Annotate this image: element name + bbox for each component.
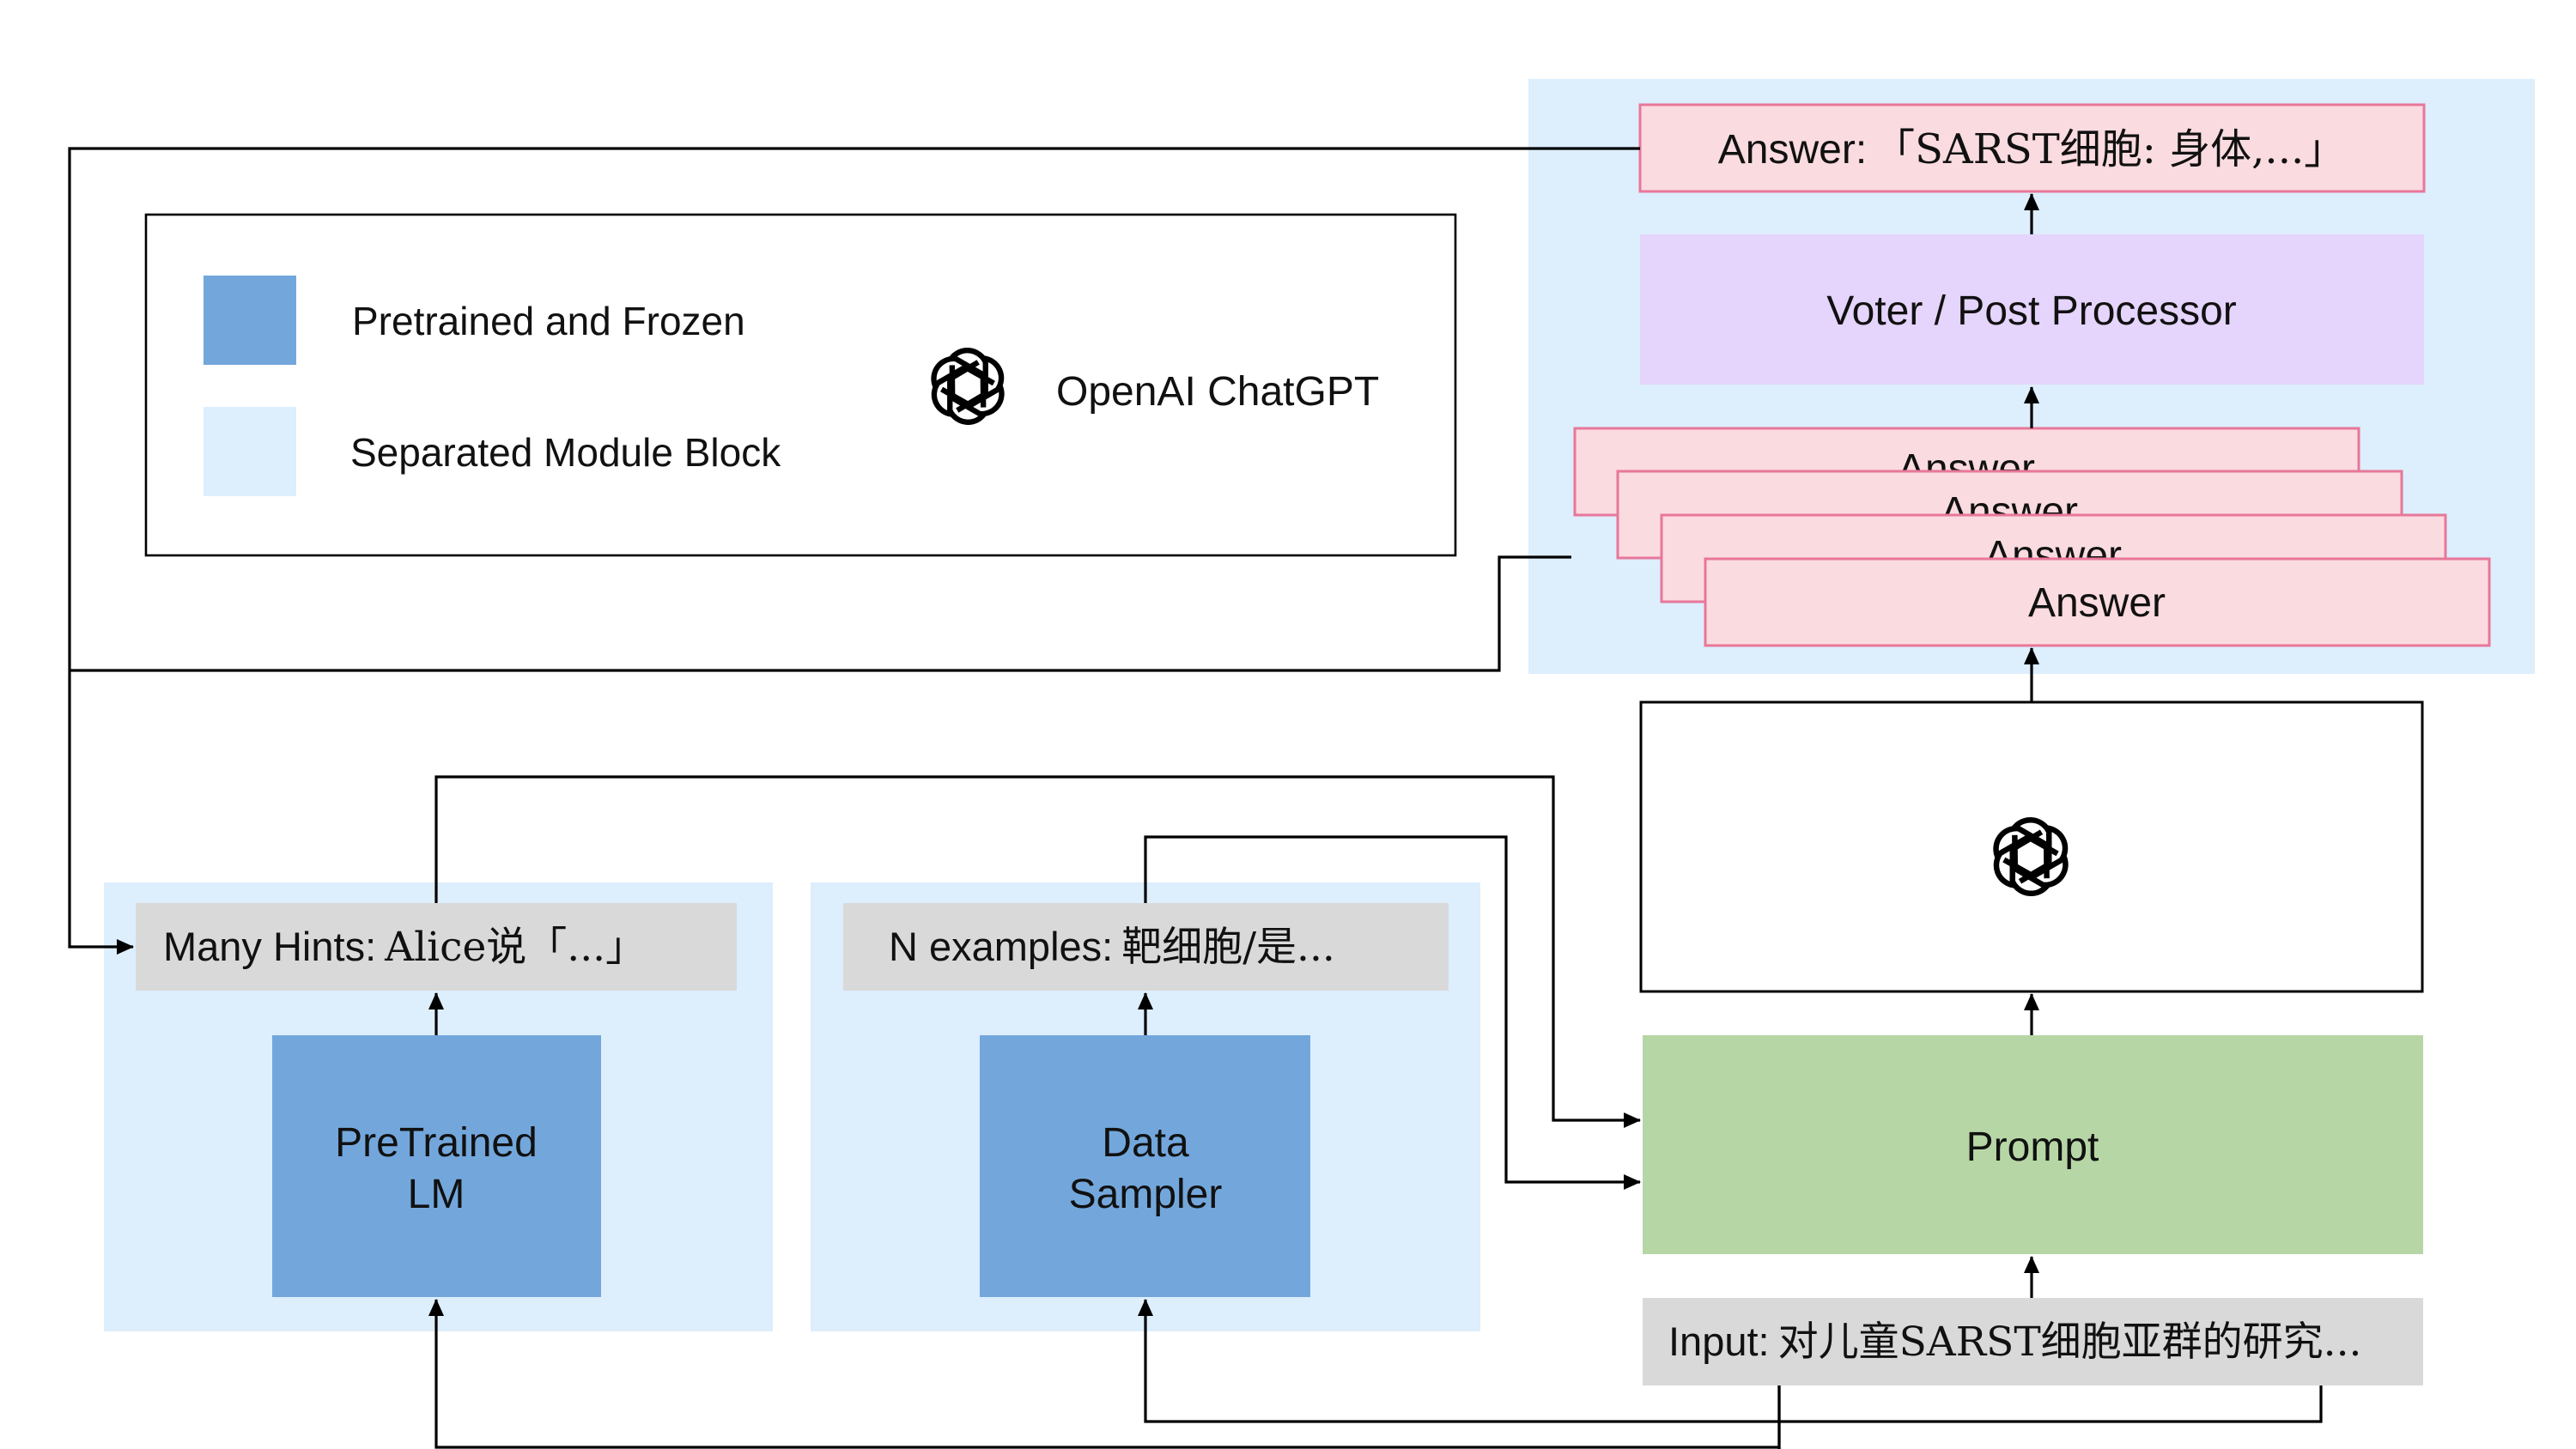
legend-label-pretrained: Pretrained and Frozen (352, 299, 745, 343)
pretrained-lm-box[interactable] (272, 1035, 601, 1297)
legend-swatch-pretrained (204, 276, 296, 365)
pretrained-lm-label: LM (408, 1172, 465, 1217)
many-hints-label: Many Hints:Alice说「...」 (163, 924, 646, 971)
final-answer-label: Answer:「SARST细胞: 身体,...」 (1718, 125, 2345, 173)
input-label: Input:对儿童SARST细胞亚群的研究... (1668, 1319, 2362, 1366)
prompt-label: Prompt (1966, 1125, 2099, 1170)
arrow-examples-to-prompt (1144, 835, 1641, 1190)
arrow-input-to-lm (428, 1299, 1781, 1449)
answer-stack: Answer Answer Answer Answer (1573, 427, 2491, 647)
prompt-box[interactable] (1643, 1035, 2423, 1254)
data-sampler-box[interactable] (980, 1035, 1310, 1297)
many-hints-box[interactable] (136, 903, 737, 991)
chatgpt-model-box[interactable] (1639, 700, 2424, 993)
data-sampler-label: Data (1102, 1120, 1189, 1166)
input-box[interactable] (1643, 1298, 2423, 1385)
answer-card-label: Answer (2028, 580, 2166, 626)
arrow-final-answer-to-hints (68, 147, 1640, 955)
voter-post-processor-label: Voter / Post Processor (1826, 288, 2237, 334)
data-sampler-label: Sampler (1069, 1172, 1223, 1217)
legend-label-chatgpt: OpenAI ChatGPT (1056, 369, 1379, 415)
n-examples-label: N examples:靶细胞/是... (889, 924, 1335, 971)
arrow-input-to-sampler (1138, 1299, 2323, 1423)
final-answer-box[interactable] (1638, 103, 2426, 193)
answer-card[interactable] (1704, 557, 2491, 647)
arrow-hints-to-prompt (434, 775, 1641, 1128)
pretrained-lm-label: PreTrained (335, 1120, 538, 1166)
line-answers-feedback (70, 555, 1571, 672)
edges (68, 147, 2323, 1449)
legend-label-separated: Separated Module Block (350, 430, 781, 475)
voter-post-processor-box[interactable] (1640, 234, 2424, 385)
n-examples-box[interactable] (843, 903, 1449, 991)
legend-swatch-separated (204, 407, 296, 496)
legend-box (144, 213, 1457, 557)
